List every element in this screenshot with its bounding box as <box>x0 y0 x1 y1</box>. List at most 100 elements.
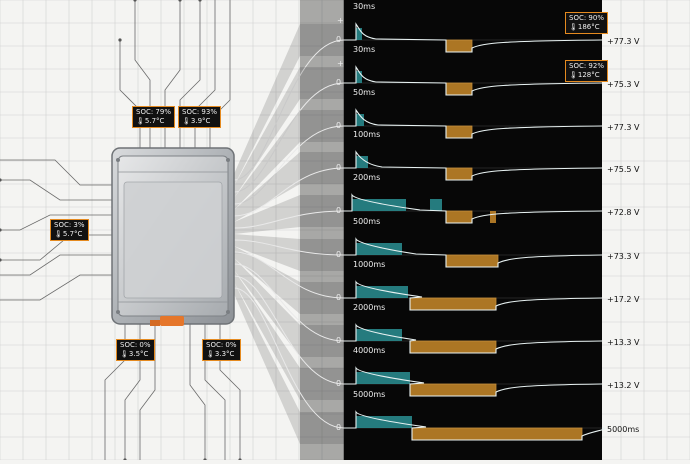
signal-wire <box>233 82 345 193</box>
soc-value: SOC: 3% <box>54 221 85 229</box>
fan-wedge <box>234 110 344 210</box>
signal-wire <box>233 167 345 217</box>
pulse-duration-label: 30ms <box>353 45 376 54</box>
discharge-pulse <box>445 39 473 53</box>
pulse-duration-label: 4000ms <box>353 346 386 355</box>
battery-cell <box>111 147 235 326</box>
zero-label: 0 <box>336 379 342 388</box>
signal-wire <box>233 210 345 229</box>
battery-terminal <box>160 316 184 326</box>
zero-label: 0 <box>336 250 342 259</box>
plus-marker: + <box>337 16 344 25</box>
pulse-duration-label: 2000ms <box>353 303 386 312</box>
circuit-trace <box>0 274 112 301</box>
pulse-duration-label: 100ms <box>353 130 381 139</box>
signal-wire <box>233 239 345 256</box>
discharge-pulse <box>445 82 473 96</box>
soc-value: SOC: 92% <box>569 62 604 70</box>
fan-wedge <box>234 24 344 186</box>
temperature-value: 🌡186°C <box>569 23 600 31</box>
voltage-trace <box>344 323 603 354</box>
zero-label: 0 <box>336 163 342 172</box>
voltage-trace <box>344 280 603 311</box>
soc-value: SOC: 79% <box>136 108 171 116</box>
pulse-duration-label: 30ms <box>353 2 376 11</box>
temperature-value: 🌡5.7°C <box>136 117 165 125</box>
discharge-pulse <box>445 254 499 268</box>
soc-value: SOC: 90% <box>569 14 604 22</box>
signal-wire <box>233 251 345 299</box>
zero-label: 0 <box>336 35 342 44</box>
voltage-trace <box>344 193 603 224</box>
signal-wire <box>233 125 345 205</box>
circuit-trace <box>119 40 141 148</box>
discharge-pulse <box>409 340 497 354</box>
charge-pulse <box>356 156 368 168</box>
circuit-trace <box>139 324 156 460</box>
zero-label: 0 <box>336 293 342 302</box>
circuit-trace <box>0 214 112 231</box>
voltage-trace <box>344 237 603 268</box>
fan-wedge <box>234 282 344 444</box>
soc-value: SOC: 0% <box>206 341 237 349</box>
voltage-readout: +75.3 V <box>607 80 640 89</box>
temperature-value: 🌡3.9°C <box>182 117 211 125</box>
circuit-trace <box>194 0 216 148</box>
charge-pulse <box>356 28 362 40</box>
cell-soc-badge: SOC: 3% 🌡5.7°C <box>50 219 89 241</box>
charge-pulse <box>356 243 402 255</box>
signal-fans <box>233 24 345 444</box>
temperature-value: 🌡128°C <box>569 71 600 79</box>
zero-label: 0 <box>336 121 342 130</box>
pulse-duration-label: 5000ms <box>353 390 386 399</box>
voltage-trace <box>344 22 603 53</box>
voltage-trace <box>344 65 603 96</box>
discharge-pulse <box>409 383 497 397</box>
pulse-duration-label: 50ms <box>353 88 376 97</box>
voltage-readout: +13.2 V <box>607 381 640 390</box>
voltage-readout: +17.2 V <box>607 295 640 304</box>
voltage-readout: +13.3 V <box>607 338 640 347</box>
cell-soc-badge: SOC: 0% 🌡3.3°C <box>202 339 241 361</box>
charge-pulse <box>356 372 410 384</box>
plus-marker: + <box>337 59 344 68</box>
voltage-trace <box>344 108 603 139</box>
charge-pulse <box>356 114 364 126</box>
scope-soc-badge: SOC: 92% 🌡128°C <box>565 60 608 82</box>
pulse-traces <box>344 22 606 441</box>
circuit-trace <box>0 234 112 261</box>
fan-wedge <box>234 258 344 357</box>
voltage-readout: +75.5 V <box>607 165 640 174</box>
temperature-value: 🌡3.3°C <box>206 350 235 358</box>
discharge-pulse <box>445 167 473 181</box>
discharge-pulse <box>409 297 497 311</box>
voltage-trace <box>344 366 603 397</box>
charge-pulse <box>356 416 412 428</box>
voltage-readout: +73.3 V <box>607 252 640 261</box>
cell-soc-badge: SOC: 79% 🌡5.7°C <box>132 106 175 128</box>
pulse-duration-label: 200ms <box>353 173 381 182</box>
circuit-trace <box>0 159 112 186</box>
cell-soc-badge: SOC: 93% 🌡3.9°C <box>178 106 221 128</box>
charge-pulse <box>356 286 408 298</box>
discharge-pulse <box>445 210 473 224</box>
charge-pulse <box>356 71 362 83</box>
soc-value: SOC: 93% <box>182 108 217 116</box>
signal-wire <box>233 287 345 429</box>
zero-label: 0 <box>336 78 342 87</box>
circuit-trace <box>0 254 112 276</box>
zero-label: 0 <box>336 206 342 215</box>
temperature-value: 🌡5.7°C <box>54 230 83 238</box>
charge-pulse <box>356 329 402 341</box>
scope-soc-badge: SOC: 90% 🌡186°C <box>565 12 608 34</box>
charge-pulse <box>430 199 442 211</box>
zero-label: 0 <box>336 336 342 345</box>
pulse-duration-label: 500ms <box>353 217 381 226</box>
cell-soc-badge: SOC: 0% 🌡3.5°C <box>116 339 155 361</box>
signal-wire <box>233 39 345 181</box>
voltage-readout: +77.3 V <box>607 37 640 46</box>
temperature-value: 🌡3.5°C <box>120 350 149 358</box>
voltage-readout: +72.8 V <box>607 208 640 217</box>
